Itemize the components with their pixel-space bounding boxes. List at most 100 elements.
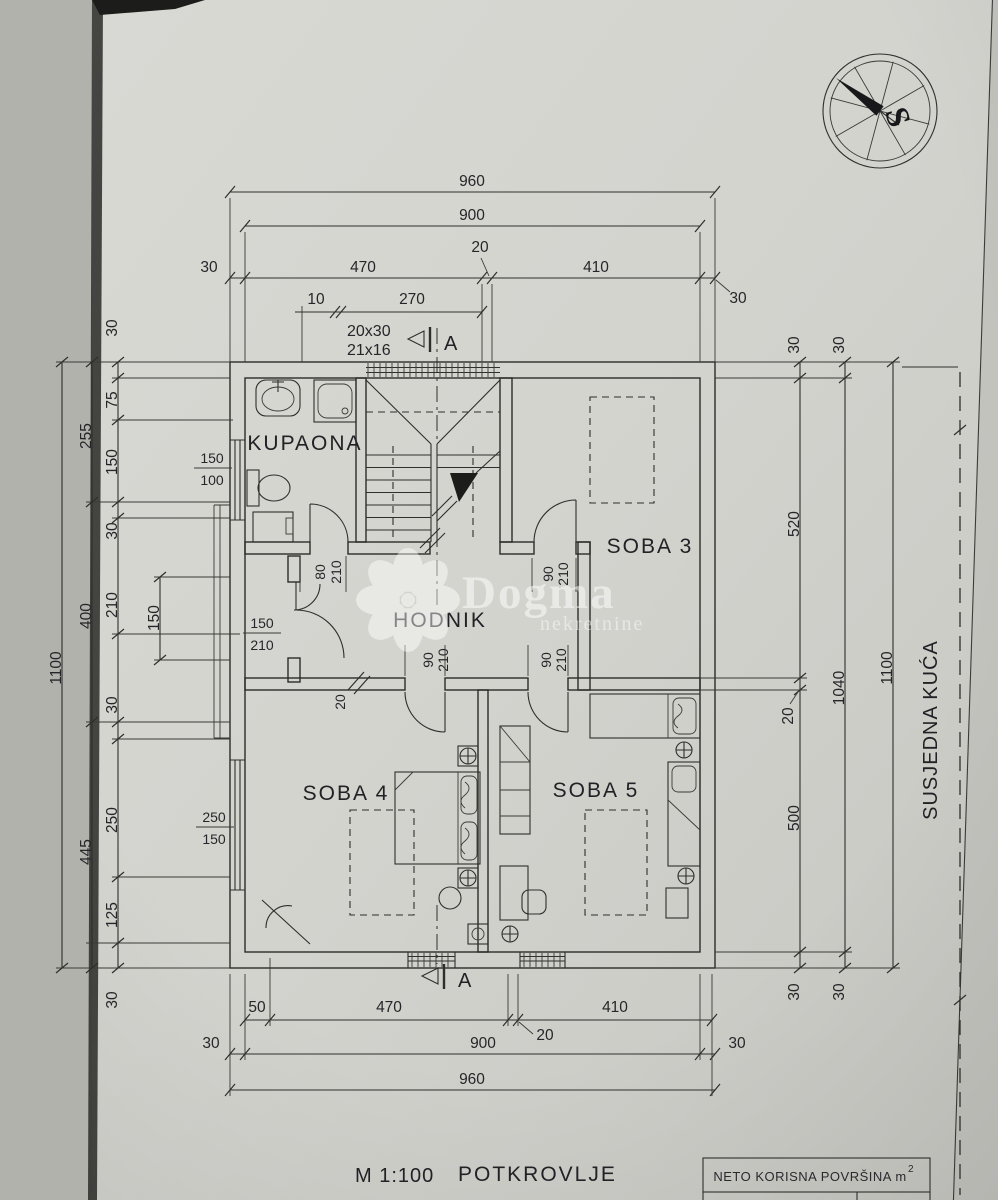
dim-inner-500: 500 — [786, 805, 803, 831]
soba5-roofline-dashed — [584, 809, 648, 916]
stair-arrow-tail — [475, 450, 501, 474]
south-window-soba5-hatch — [523, 953, 561, 967]
single-bed-east-icon — [667, 761, 701, 867]
dim-seg-410: 410 — [602, 999, 628, 1016]
watermark-brand: Dogma — [462, 567, 616, 619]
dim-inner-30: 30 — [786, 336, 803, 354]
dim-inner-20: 20 — [780, 707, 797, 725]
dim-sub-150: 150 — [146, 605, 163, 631]
dim-inner-75: 75 — [104, 391, 121, 408]
floor-box — [467, 923, 489, 945]
dimension-chain-bottom: 50 470 20 410 30 900 30 960 A — [202, 958, 746, 1097]
dim-seg-470: 470 — [350, 259, 376, 276]
dim-inner-520: 520 — [786, 511, 803, 537]
dim-inner-250: 250 — [104, 807, 121, 833]
soba3-door-swing — [533, 499, 577, 543]
soba4-door-leaders — [404, 645, 446, 676]
watermark: Dogma nekretnine — [356, 548, 642, 652]
wc-tank — [246, 469, 260, 507]
lower-roof-overhang-line — [213, 504, 230, 739]
floor-box-circle — [471, 927, 485, 941]
bath-window-height: 100 — [200, 472, 224, 488]
wc-bowl-icon — [257, 474, 291, 502]
dim-inner-210: 210 — [104, 592, 121, 618]
shower-drain — [341, 407, 349, 415]
soba3-door-width: 90 — [540, 566, 556, 582]
dim-overall-top: 960 — [459, 173, 485, 190]
pillow-squiggles — [460, 781, 470, 855]
property-line-slashes — [953, 424, 967, 1006]
room-label-soba4: SOBA 4 — [303, 782, 390, 805]
dim-inner-30: 30 — [104, 319, 121, 337]
photo-vignette — [92, 0, 998, 1200]
soba3-door-height: 210 — [555, 562, 571, 586]
sink-tap — [272, 380, 284, 392]
niche-double-door-swing — [293, 582, 345, 659]
area-table: NETO KORISNA POVRŠINA m 2 — [702, 1157, 931, 1200]
compass-needle-icon — [836, 78, 884, 116]
niche-door-width: 150 — [250, 615, 274, 631]
area-table-header-box — [702, 1157, 931, 1193]
extension-lines — [56, 361, 240, 969]
bath-door-width: 80 — [312, 564, 328, 580]
nightstand — [665, 887, 689, 919]
dim-wall-left: 30 — [200, 259, 218, 276]
dim-mid-1040: 1040 — [831, 670, 848, 705]
shower-icon — [313, 379, 357, 423]
soba5-door-height: 210 — [553, 648, 569, 672]
soba4-door-height: 210 — [435, 648, 451, 672]
doors — [293, 499, 577, 733]
stair-roof-lines — [366, 411, 500, 540]
nightstand — [457, 745, 479, 767]
inner-wall-face — [244, 377, 701, 953]
washing-machine-detail — [285, 517, 294, 535]
blanket-fold — [667, 799, 701, 831]
stair-riser-note: 21x16 — [347, 342, 391, 359]
dim-overall-right: 1100 — [879, 651, 896, 685]
section-letter: A — [444, 333, 458, 355]
bath-door-leaders — [299, 556, 347, 592]
hall-north-wall — [499, 541, 535, 555]
outer-wall — [229, 361, 716, 969]
dim-wall-right: 30 — [729, 290, 747, 307]
soba4-window-width: 250 — [202, 809, 226, 825]
neighbor-house-label: SUSJEDNA KUĆA — [919, 640, 942, 820]
stair-direction-arrow-icon — [450, 473, 478, 502]
dim-wall-left: 30 — [202, 1035, 220, 1052]
dim-seg-20: 20 — [536, 1027, 554, 1044]
dim-mid-255: 255 — [78, 423, 95, 449]
soba5-door-width: 90 — [538, 652, 554, 668]
pillow — [672, 697, 697, 735]
dim-inner-30: 30 — [104, 696, 121, 714]
wardrobe-shelves — [499, 725, 531, 817]
footer: M 1:100 POTKROVLJE NETO KORISNA POVRŠINA… — [355, 1157, 931, 1200]
dim-shell: 900 — [470, 1035, 496, 1052]
opening-annotations: 80 210 90 210 90 210 90 210 150 210 150 … — [194, 450, 577, 847]
blanket-fold — [394, 771, 414, 791]
soba4-soba5-wall — [477, 689, 489, 953]
bath-window-width: 150 — [200, 450, 224, 466]
pillow — [460, 821, 478, 861]
dim-inner-30: 30 — [786, 983, 803, 1001]
windows — [230, 363, 566, 968]
stair-tread-note: 20x30 — [347, 323, 391, 340]
soba4-furniture — [261, 745, 489, 945]
nightstand — [457, 867, 479, 889]
scale-label: M 1:100 — [355, 1165, 434, 1187]
section-marker-top: A — [406, 327, 458, 355]
stair-break-slashes — [419, 495, 458, 554]
south-window-soba4-hatch — [411, 953, 449, 967]
compass-inner-circle — [829, 60, 931, 162]
dimension-chain-left: 1100 255 400 445 30 75 150 30 210 30 250… — [48, 319, 240, 1009]
hall-south-wall-west — [244, 677, 406, 691]
section-letter: A — [458, 970, 472, 992]
room-label-soba5: SOBA 5 — [553, 779, 640, 802]
area-table-header-sup: 2 — [908, 1164, 914, 1175]
extension-lines — [229, 198, 716, 362]
dim-window-270: 270 — [399, 291, 425, 308]
watermark-flower-icon — [356, 548, 460, 652]
dim-seg-20: 20 — [471, 239, 489, 256]
niche-east-wall-bottom — [287, 657, 301, 683]
extension-lines — [700, 361, 900, 969]
